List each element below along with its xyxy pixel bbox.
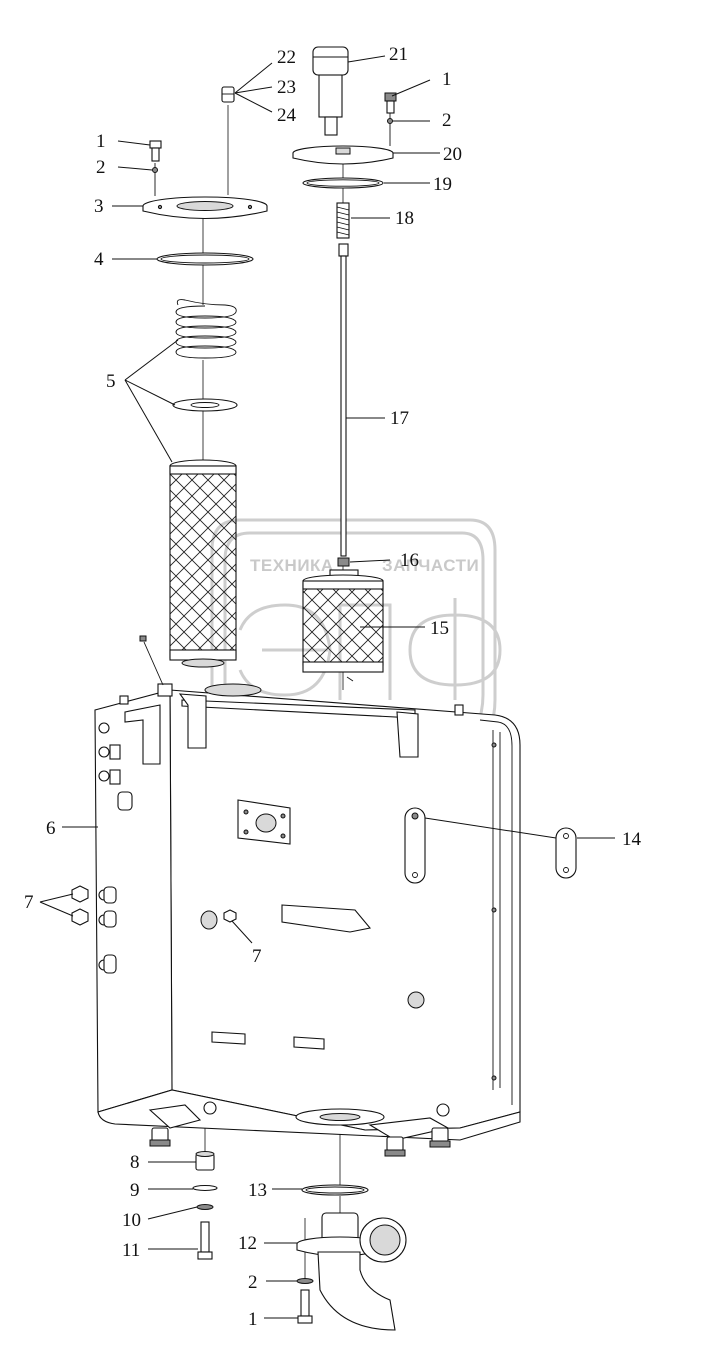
callout-2-top-left: 2 — [96, 157, 106, 178]
flange-cover-part-3 — [142, 196, 268, 220]
callout-17: 17 — [390, 408, 409, 429]
callout-7-left: 7 — [24, 892, 34, 913]
callout-15: 15 — [430, 618, 449, 639]
callout-6: 6 — [46, 818, 56, 839]
callout-18: 18 — [395, 208, 414, 229]
callout-24: 24 — [277, 105, 297, 126]
washer-part-10 — [196, 1204, 214, 1210]
o-ring-part-13 — [301, 1184, 369, 1196]
callout-16: 16 — [400, 550, 419, 571]
callout-1-top-right: 1 — [442, 69, 452, 90]
filter-element-part-15 — [302, 569, 384, 682]
watermark-text-left: ТЕХНИКА — [250, 556, 334, 575]
bushing-part-8 — [195, 1151, 215, 1171]
callout-7-center: 7 — [252, 946, 262, 967]
callout-2-bottom: 2 — [248, 1272, 258, 1293]
callout-14: 14 — [622, 829, 642, 850]
callout-13: 13 — [248, 1180, 267, 1201]
callout-11: 11 — [122, 1240, 140, 1261]
bolt-part-1-bottom — [297, 1289, 313, 1324]
callout-8: 8 — [130, 1152, 140, 1173]
hydraulic-tank-part-6 — [94, 635, 521, 1157]
plug-part-7 — [71, 885, 237, 926]
watermark-text-right: ЗАПЧАСТИ — [382, 556, 479, 575]
nut-part-16 — [337, 557, 350, 567]
callout-23: 23 — [277, 77, 296, 98]
strap-plate-part-14 — [404, 807, 577, 884]
callout-9: 9 — [130, 1180, 140, 1201]
flange-part-20 — [292, 145, 394, 165]
callout-2-top-right: 2 — [442, 110, 452, 131]
watermark-letter-f — [408, 598, 502, 700]
callout-3: 3 — [94, 196, 104, 217]
breather-cap-part-21 — [312, 46, 349, 136]
callout-10: 10 — [122, 1210, 141, 1231]
callout-1-bottom: 1 — [248, 1309, 258, 1330]
bolt-part-11 — [197, 1221, 213, 1260]
leader-lines — [39, 55, 615, 1319]
washer-part-2-left — [152, 167, 158, 173]
callout-20: 20 — [443, 144, 462, 165]
callout-5: 5 — [106, 371, 116, 392]
callout-12: 12 — [238, 1233, 257, 1254]
washer-part-2-bottom — [296, 1278, 314, 1284]
gasket-part-19 — [302, 177, 384, 189]
o-ring-part-4 — [156, 252, 254, 266]
callout-1-top-left: 1 — [96, 131, 106, 152]
rod-part-17 — [340, 255, 347, 557]
spring-seat-washer-part-5 — [172, 398, 238, 412]
spring-part-5 — [175, 299, 237, 359]
callout-4: 4 — [94, 249, 104, 270]
callout-19: 19 — [433, 174, 452, 195]
callout-22: 22 — [277, 47, 296, 68]
spring-part-18 — [336, 202, 350, 257]
elbow-fitting-part-12 — [296, 1212, 407, 1331]
callout-21: 21 — [389, 44, 408, 65]
washer-part-9 — [192, 1184, 218, 1192]
filter-element-part-5 — [169, 459, 237, 668]
screw-part-22-24 — [221, 86, 235, 103]
washer-part-2-right — [387, 118, 393, 124]
callout-labels: 22 23 24 21 1 2 20 19 18 1 2 3 4 5 17 16… — [24, 44, 642, 1330]
